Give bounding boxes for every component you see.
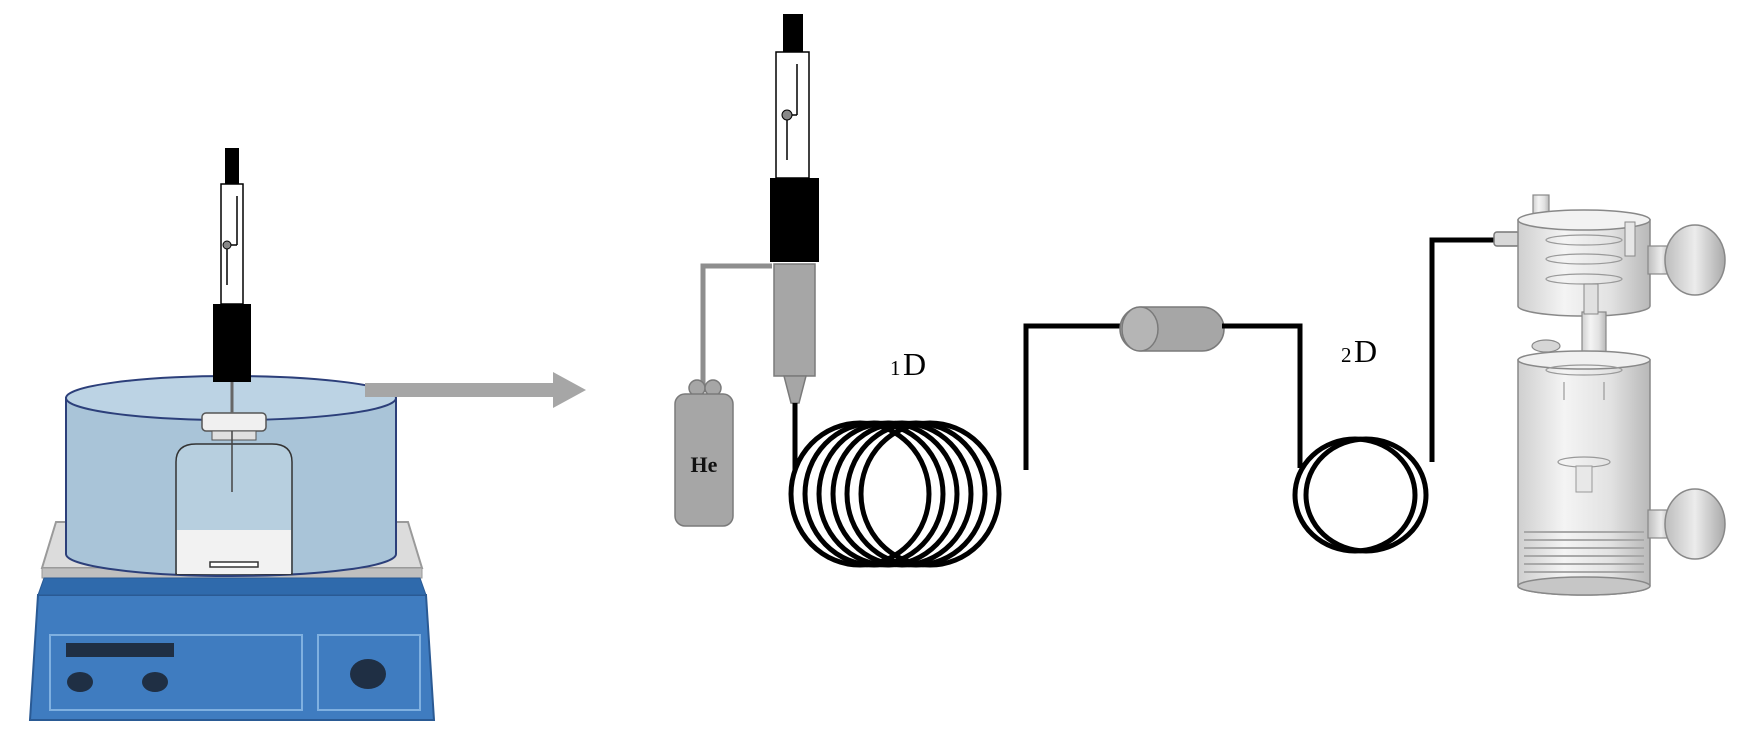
second-dimension-superscript: 2	[1341, 343, 1352, 367]
first-dimension-label: D	[903, 346, 926, 382]
first-dimension-superscript: 1	[890, 356, 901, 380]
gc-injector-icon	[770, 14, 819, 404]
sample-vial-icon	[175, 382, 293, 575]
second-dimension-column-icon	[1222, 237, 1498, 554]
first-dimension-column-icon	[788, 323, 1122, 568]
spme-fiber-holder-icon	[213, 148, 251, 382]
arrow-right-icon	[365, 372, 586, 408]
modulator-icon	[1119, 306, 1225, 352]
gas-label: He	[691, 452, 718, 477]
helium-cylinder-icon: He	[674, 263, 772, 527]
second-dimension-label: D	[1354, 333, 1377, 369]
mass-spectrometer-icon	[1493, 194, 1726, 596]
